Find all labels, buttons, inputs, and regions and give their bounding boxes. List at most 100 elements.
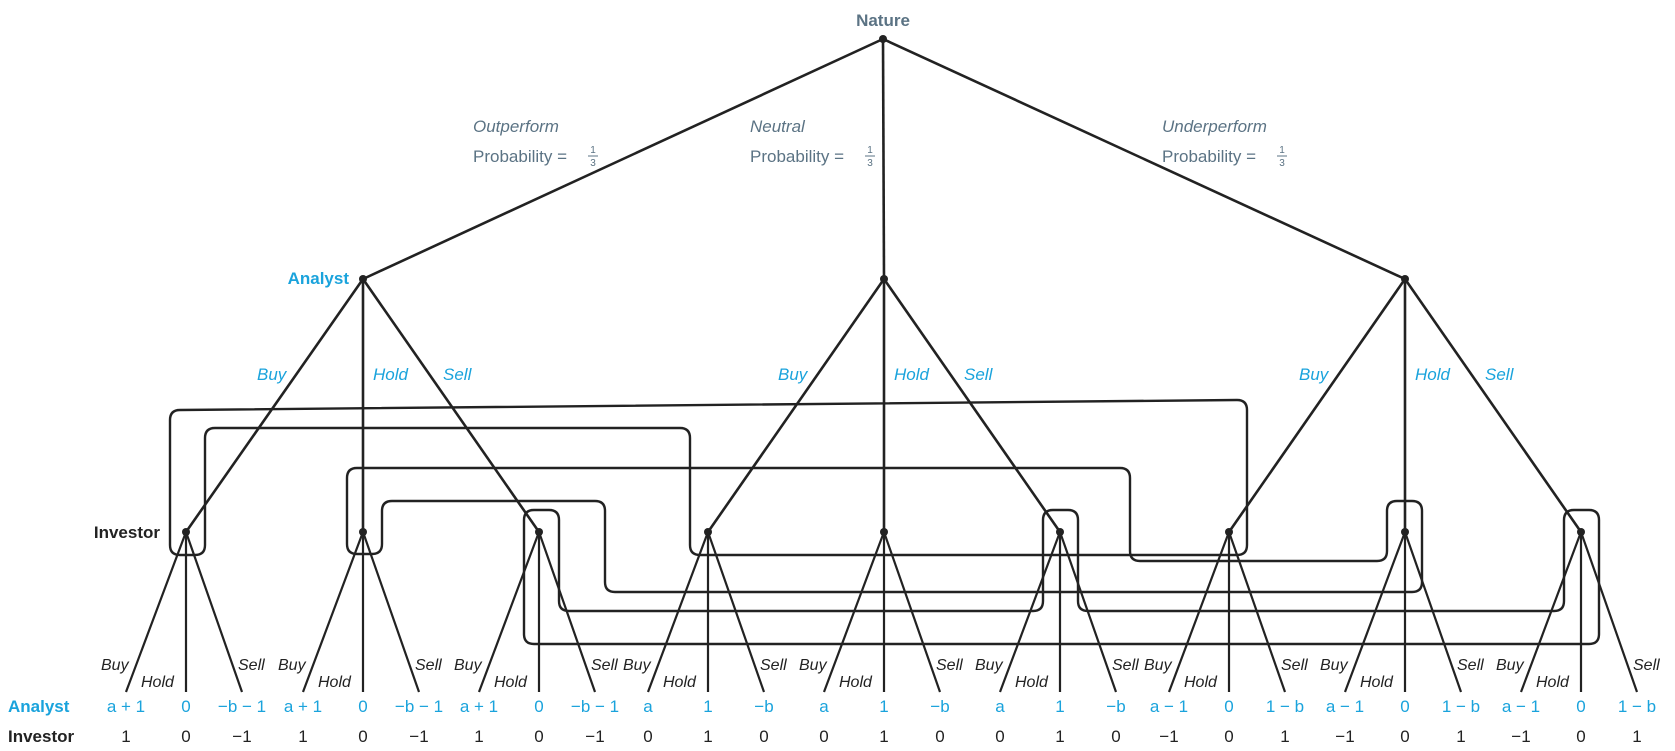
investor-payoff: 0 (1224, 727, 1233, 746)
fraction-denominator: 3 (867, 158, 873, 169)
chance-branch-name: Outperform (473, 117, 559, 136)
analyst-node (1401, 275, 1409, 283)
analyst-edge (1403, 278, 1583, 533)
investor-edge (1227, 531, 1287, 693)
analyst-payoff: −b (930, 697, 949, 716)
analyst-node (880, 275, 888, 283)
investor-action-sell: Sell (936, 657, 963, 674)
investor-action-hold: Hold (663, 674, 697, 691)
analyst-payoff: 1 (879, 697, 888, 716)
analyst-payoff: a (643, 697, 653, 716)
investor-payoff: 1 (121, 727, 130, 746)
analyst-payoff: −b (1106, 697, 1125, 716)
investor-edge (706, 531, 766, 693)
investor-node (535, 528, 543, 536)
payoff-row-label-investor: Investor (8, 727, 75, 746)
analyst-payoff: a − 1 (1502, 697, 1540, 716)
tree-nodes (182, 35, 1585, 536)
chance-branch-name: Neutral (750, 117, 806, 136)
fraction-numerator: 1 (1279, 145, 1285, 156)
analyst-payoff: 0 (358, 697, 367, 716)
analyst-action-sell: Sell (443, 365, 473, 384)
investor-edge (1058, 531, 1118, 693)
investor-payoff: 0 (1576, 727, 1585, 746)
investor-edge (1519, 531, 1583, 693)
investor-payoff: 0 (935, 727, 944, 746)
analyst-payoff: a (995, 697, 1005, 716)
investor-action-hold: Hold (1184, 674, 1218, 691)
analyst-payoff: 1 − b (1618, 697, 1656, 716)
investor-action-hold: Hold (839, 674, 873, 691)
investor-edge (184, 531, 244, 693)
analyst-action-sell: Sell (1485, 365, 1515, 384)
investor-payoff: −1 (585, 727, 604, 746)
investor-edge (537, 531, 597, 693)
investor-edge (1167, 531, 1231, 693)
analyst-node (359, 275, 367, 283)
investor-payoff: 1 (474, 727, 483, 746)
analyst-payoff: 0 (534, 697, 543, 716)
analyst-action-buy: Buy (778, 365, 809, 384)
investor-node (1056, 528, 1064, 536)
nature-node (879, 35, 887, 43)
investor-node (880, 528, 888, 536)
investor-action-buy: Buy (1496, 657, 1525, 674)
nature-edge (881, 38, 886, 280)
investor-payoff: −1 (1159, 727, 1178, 746)
analyst-payoff: −b (754, 697, 773, 716)
investor-edge (998, 531, 1062, 693)
investor-action-buy: Buy (278, 657, 307, 674)
investor-action-hold: Hold (1015, 674, 1049, 691)
investor-action-hold: Hold (141, 674, 175, 691)
investor-node (1401, 528, 1409, 536)
chance-branch-probability: Probability = (473, 147, 567, 166)
investor-payoff: −1 (1511, 727, 1530, 746)
investor-edge (1579, 531, 1639, 693)
investor-edge (1343, 531, 1407, 693)
analyst-edge (184, 278, 365, 533)
investor-payoff: 1 (1632, 727, 1641, 746)
investor-action-hold: Hold (318, 674, 352, 691)
analyst-payoff: a − 1 (1326, 697, 1364, 716)
investor-edge (361, 531, 421, 693)
investor-action-buy: Buy (799, 657, 828, 674)
investor-edge (477, 531, 541, 693)
investor-payoff: 0 (995, 727, 1004, 746)
analyst-payoff: 1 − b (1266, 697, 1304, 716)
analyst-payoff: a (819, 697, 829, 716)
analyst-payoff: 1 − b (1442, 697, 1480, 716)
investor-action-sell: Sell (415, 657, 442, 674)
investor-action-buy: Buy (1320, 657, 1349, 674)
investor-edge (646, 531, 710, 693)
investor-action-sell: Sell (1633, 657, 1660, 674)
analyst-action-hold: Hold (894, 365, 930, 384)
analyst-payoff: a + 1 (107, 697, 145, 716)
analyst-payoff: 0 (181, 697, 190, 716)
investor-node (704, 528, 712, 536)
analyst-edge (706, 278, 886, 533)
investor-payoff: 1 (703, 727, 712, 746)
analyst-payoff: 1 (1055, 697, 1064, 716)
investor-payoff: 0 (534, 727, 543, 746)
investor-action-sell: Sell (591, 657, 618, 674)
investor-action-hold: Hold (494, 674, 528, 691)
investor-edge (1403, 531, 1463, 693)
chance-branch-probability: Probability = (1162, 147, 1256, 166)
investor-action-buy: Buy (101, 657, 130, 674)
analyst-action-hold: Hold (373, 365, 409, 384)
investor-payoff: −1 (409, 727, 428, 746)
investor-edge (882, 531, 942, 693)
investor-action-sell: Sell (1457, 657, 1484, 674)
investor-action-buy: Buy (454, 657, 483, 674)
payoff-row-label-analyst: Analyst (8, 697, 70, 716)
fraction-numerator: 1 (590, 145, 596, 156)
investor-action-buy: Buy (623, 657, 652, 674)
analyst-payoff: 0 (1224, 697, 1233, 716)
investor-payoff: −1 (232, 727, 251, 746)
investor-action-buy: Buy (1144, 657, 1173, 674)
info-set-hold (345, 466, 1424, 594)
